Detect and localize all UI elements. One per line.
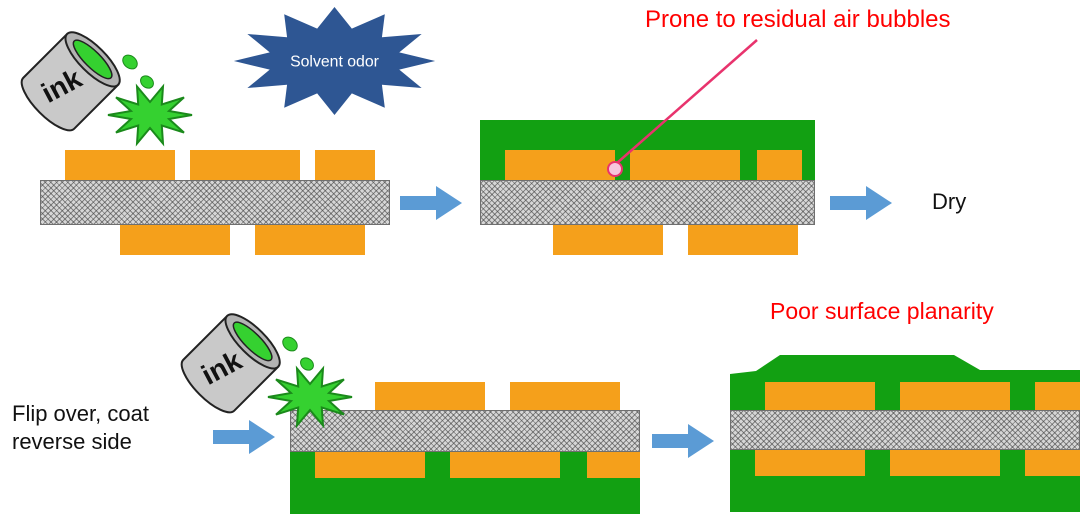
flip-note-line1: Flip over, coat (12, 401, 149, 426)
pad (1035, 382, 1080, 410)
substrate (730, 410, 1080, 450)
pad (315, 150, 375, 180)
flip-note-line2: reverse side (12, 429, 132, 454)
can-body (20, 32, 120, 132)
pad (505, 150, 615, 180)
coating-bottom (290, 452, 640, 514)
pad (190, 150, 300, 180)
dry-label: Dry (932, 189, 967, 214)
can-body (180, 314, 280, 414)
ink-drop-icon (122, 54, 138, 70)
board-both-coated (730, 350, 1080, 514)
board-bottom-coated (290, 382, 640, 514)
ink-can-icon: ink (180, 313, 353, 429)
ink-splash-icon (107, 83, 193, 147)
arrow-right-icon (830, 186, 892, 220)
solvent-odor-label: Solvent odor (290, 54, 380, 71)
ink-splash-icon (267, 365, 353, 429)
pad (587, 452, 640, 478)
can-opening (72, 39, 113, 80)
substrate (40, 180, 390, 225)
pad (900, 382, 1010, 410)
pad (757, 150, 802, 180)
arrow-right-icon (213, 420, 275, 454)
ink-drop-icon (300, 357, 314, 371)
solvent-odor-burst: Solvent odor (233, 6, 436, 116)
pad (255, 225, 365, 255)
coating-bottom (730, 450, 1080, 512)
poor-planarity-note: Poor surface planarity (770, 298, 994, 324)
substrate (290, 410, 640, 452)
pad (375, 382, 485, 410)
air-bubbles-note: Prone to residual air bubbles (645, 6, 951, 33)
pad (450, 452, 560, 478)
ink-can-icon: ink (20, 31, 193, 147)
pad (1025, 450, 1080, 476)
ink-drop-icon (282, 336, 298, 352)
ink-drop-icon (140, 75, 154, 89)
substrate (480, 180, 815, 225)
board-top-coated (480, 120, 815, 255)
can-opening (232, 321, 273, 362)
pad (630, 150, 740, 180)
arrow-right-icon (652, 424, 714, 458)
flip-note: Flip over, coat reverse side (12, 400, 149, 456)
pad (553, 225, 663, 255)
pad (755, 450, 865, 476)
pad (120, 225, 230, 255)
board-bare (40, 150, 390, 255)
pad (65, 150, 175, 180)
pad (510, 382, 620, 410)
arrow-right-icon (400, 186, 462, 220)
pad (688, 225, 798, 255)
pad (890, 450, 1000, 476)
pad (765, 382, 875, 410)
starburst-shape (233, 6, 436, 116)
pad (315, 452, 425, 478)
